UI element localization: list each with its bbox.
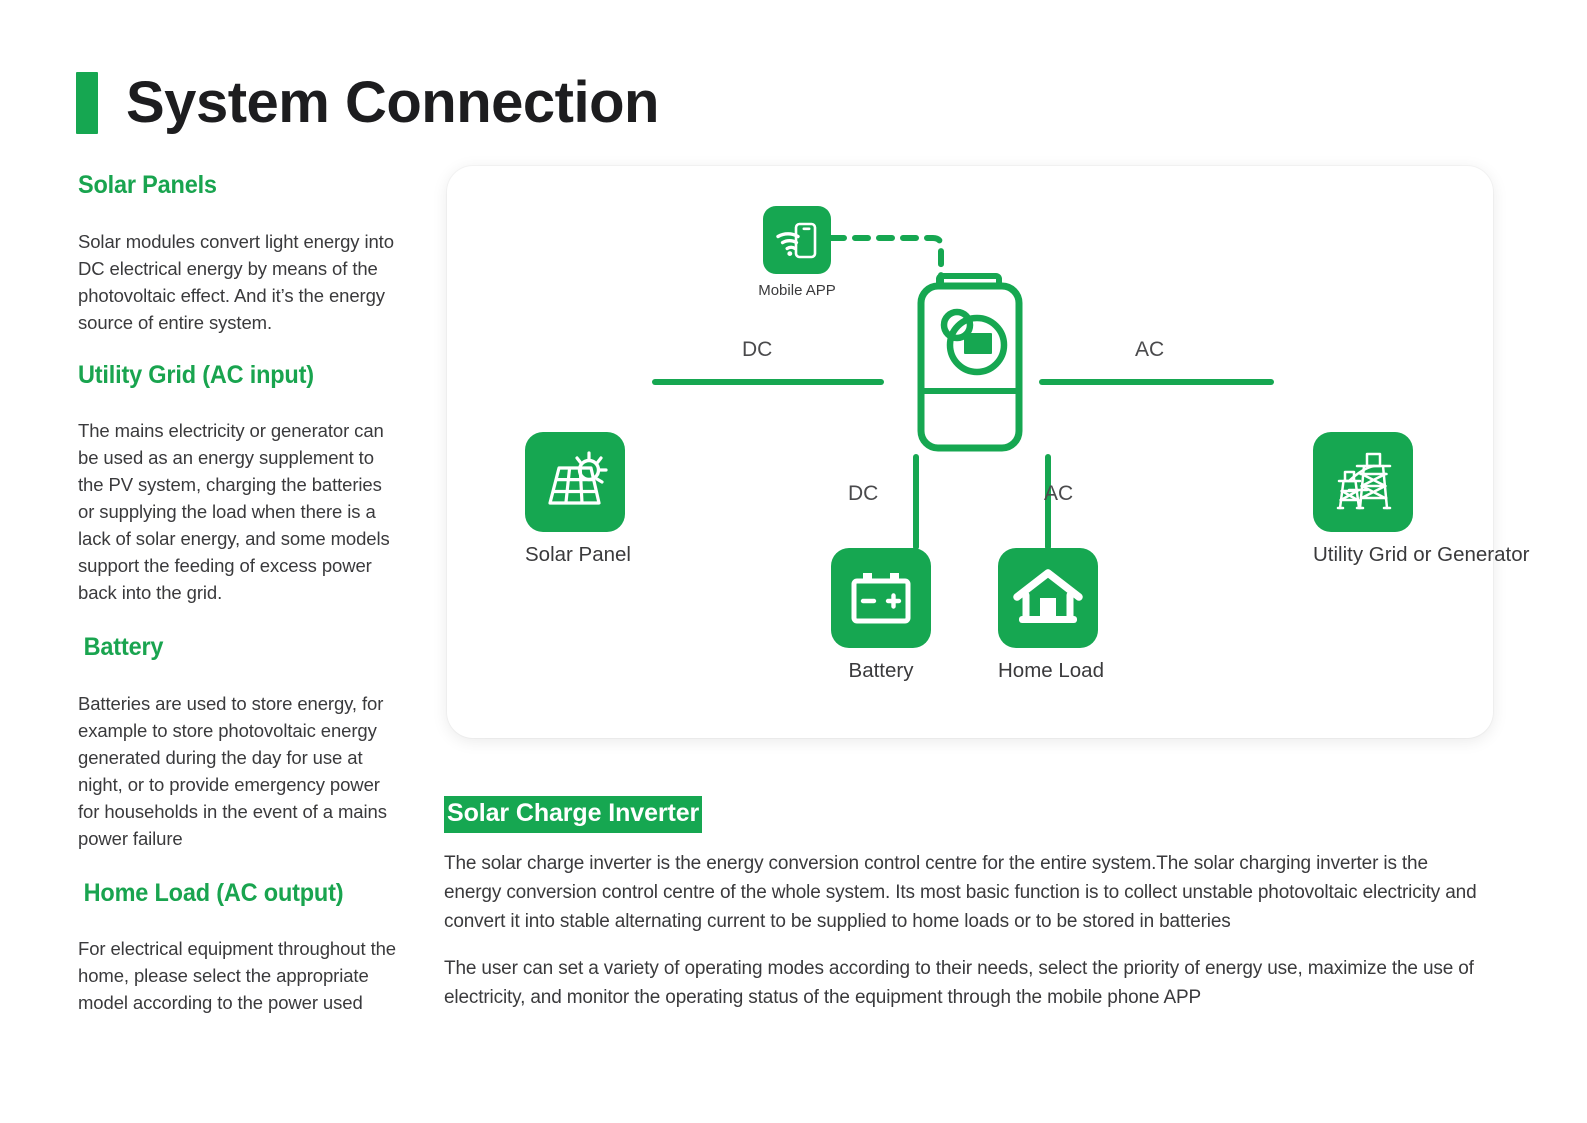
section-heading-solar-panels: Solar Panels [78, 171, 217, 199]
title-accent-bar [76, 72, 98, 134]
diagram-node-home-load: Home Load [998, 548, 1104, 683]
diagram-node-inverter [913, 273, 1027, 458]
inverter-icon [917, 273, 1023, 452]
wire-inverter-to-grid [1039, 379, 1274, 385]
wire-label-dc-pv: DC [742, 338, 773, 361]
diagram-node-utility-grid: Utility Grid or Generator [1313, 432, 1530, 567]
diagram-node-mobile-app: Mobile APP [747, 206, 847, 299]
diagram-label-mobile-app: Mobile APP [758, 282, 836, 299]
diagram-label-battery: Battery [848, 659, 914, 682]
section-body-utility-grid: The mains electricity or generator can b… [78, 420, 390, 603]
section-body-home-load: For electrical equipment throughout the … [78, 938, 396, 1013]
diagram-label-home-load: Home Load [998, 659, 1104, 682]
inverter-section-paragraph-2: The user can set a variety of operating … [444, 958, 1474, 1008]
diagram-label-solar-panel: Solar Panel [525, 543, 631, 566]
house-icon [998, 548, 1098, 648]
diagram-node-solar-panel: Solar Panel [525, 432, 631, 567]
inverter-section-heading: Solar Charge Inverter [444, 796, 703, 833]
section-body-battery: Batteries are used to store energy, for … [78, 692, 387, 849]
wire-label-ac-grid: AC [1135, 338, 1165, 361]
wire-pv-to-inverter [652, 379, 884, 385]
wire-inverter-to-home [1045, 454, 1051, 550]
inverter-section-paragraph-1: The solar charge inverter is the energy … [444, 853, 1477, 932]
page-title: System Connection [76, 72, 659, 134]
left-column: Solar Panels Solar modules convert light… [78, 171, 398, 1016]
transmission-tower-icon [1313, 432, 1413, 532]
wire-inverter-to-battery [913, 454, 919, 550]
wire-label-dc-battery: DC [848, 482, 879, 505]
section-heading-battery: Battery [83, 633, 164, 661]
diagram-node-battery: Battery [831, 548, 931, 683]
dashed-connector-app-inverter [828, 222, 964, 317]
system-diagram-card: Mobile APP [447, 166, 1530, 738]
solar-panel-sun-icon [525, 432, 625, 532]
page-title-text: System Connection [126, 70, 659, 135]
section-body-solar-panels: Solar modules convert light energy into … [78, 230, 394, 333]
section-heading-utility-grid: Utility Grid (AC input) [78, 360, 314, 389]
section-heading-home-load: Home Load (AC output) [83, 878, 344, 907]
mobile-phone-wifi-icon [763, 206, 831, 274]
wire-label-ac-home: AC [1044, 482, 1074, 505]
diagram-label-utility-grid: Utility Grid or Generator [1313, 543, 1530, 566]
battery-terminals-icon [831, 548, 931, 648]
system-diagram: Mobile APP [447, 166, 1530, 738]
